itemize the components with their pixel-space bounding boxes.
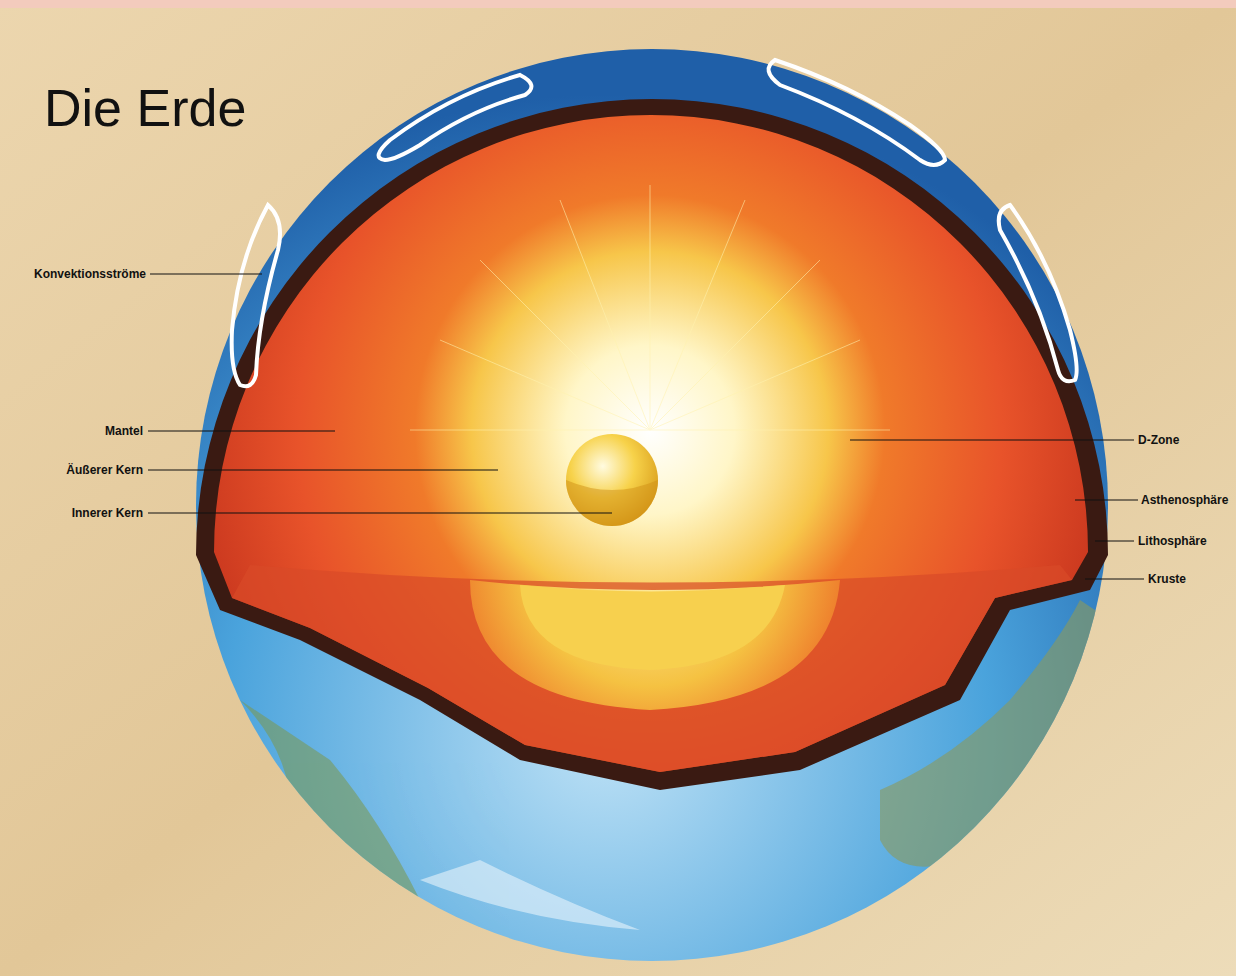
- layer-label: Innerer Kern: [72, 506, 143, 520]
- layer-label: D-Zone: [1138, 433, 1179, 447]
- layer-label: Asthenosphäre: [1141, 493, 1228, 507]
- layer-label: Äußerer Kern: [66, 463, 143, 477]
- layer-label: Konvektionsströme: [34, 267, 146, 281]
- layer-label: Kruste: [1148, 572, 1186, 586]
- layer-label: Mantel: [105, 424, 143, 438]
- title: Die Erde: [44, 78, 246, 138]
- layer-label: Lithosphäre: [1138, 534, 1207, 548]
